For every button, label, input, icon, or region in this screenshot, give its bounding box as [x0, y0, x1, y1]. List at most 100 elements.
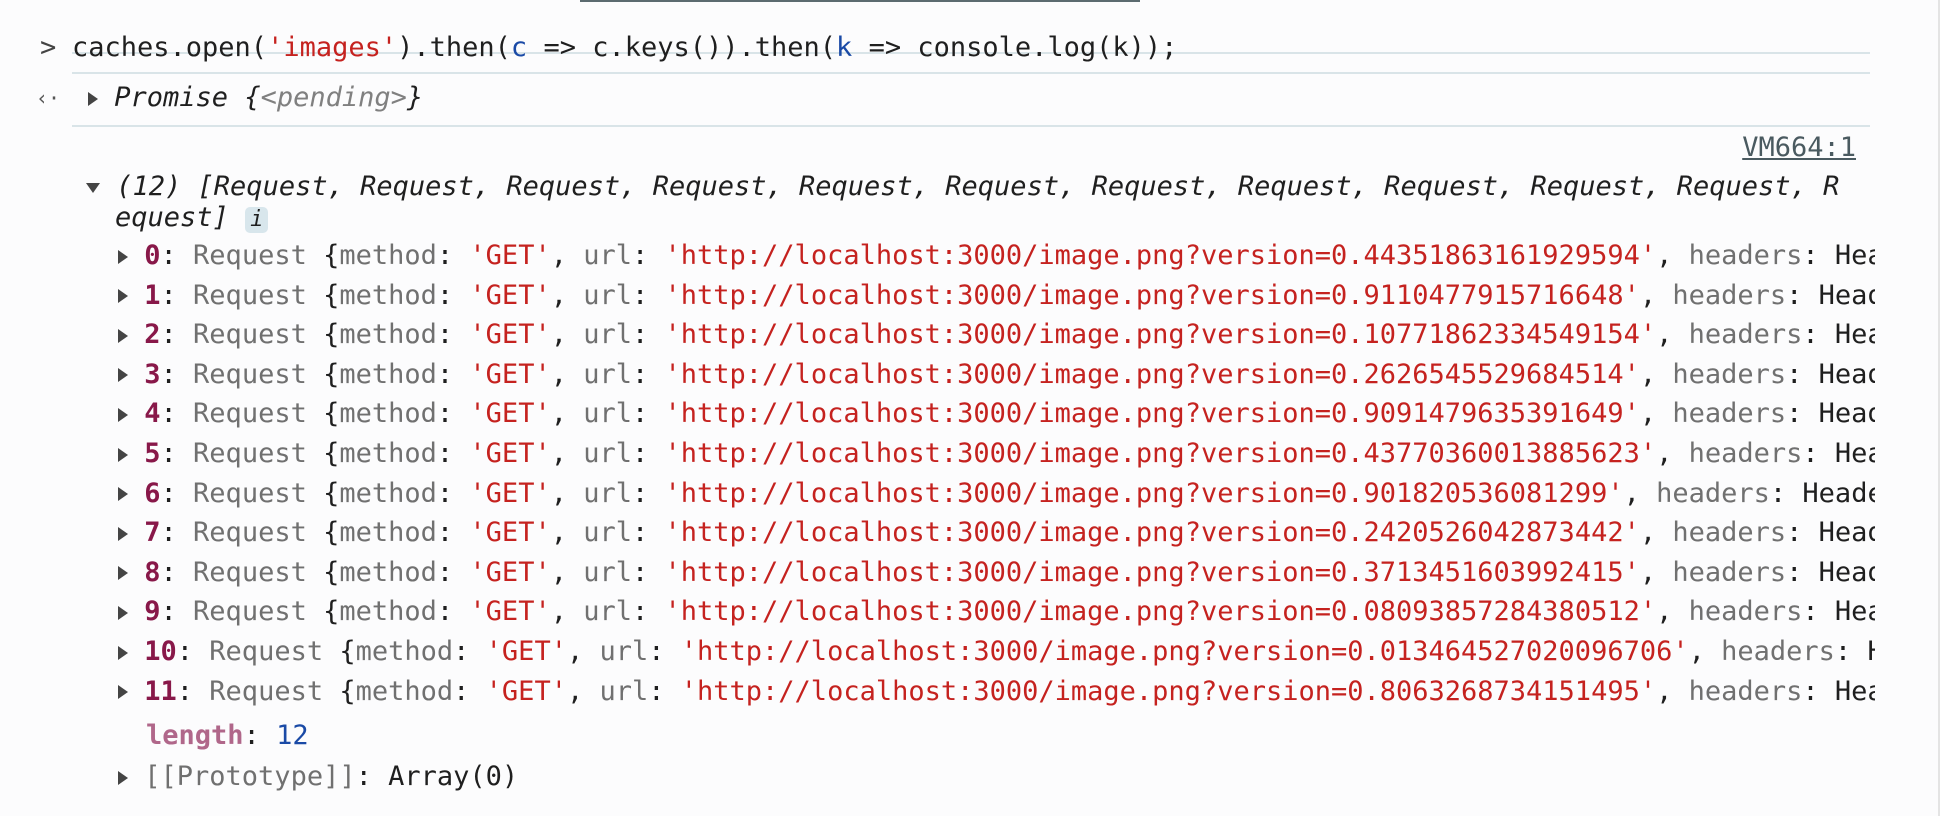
- url-value: 'http://localhost:3000/image.png?version…: [664, 358, 1640, 390]
- headers-value: Headers: [1818, 358, 1875, 390]
- url-key: url: [599, 636, 649, 667]
- expand-triangle-icon[interactable]: [118, 328, 128, 343]
- url-value: 'http://localhost:3000/image.png?version…: [664, 398, 1640, 430]
- collapse-triangle-icon[interactable]: [86, 182, 100, 193]
- url-key: url: [583, 556, 632, 588]
- expand-triangle-icon[interactable]: [118, 605, 128, 620]
- headers-key: headers: [1688, 240, 1803, 271]
- entry-class: Request: [193, 398, 307, 430]
- method-key: method: [339, 398, 437, 430]
- entry-index: 0: [144, 240, 161, 271]
- array-entry-row[interactable]: 0: Request {method: 'GET', url: 'http://…: [118, 236, 1875, 276]
- method-key: method: [339, 240, 437, 271]
- array-summary-text: equest]: [115, 202, 229, 233]
- source-link[interactable]: VM664:1: [1742, 132, 1856, 163]
- divider: [72, 125, 1870, 127]
- entry-index: 4: [144, 398, 161, 430]
- entry-index: 1: [144, 279, 161, 311]
- entry-index: 7: [144, 517, 161, 549]
- array-entry-row[interactable]: 8: Request {method: 'GET', url: 'http://…: [118, 553, 1875, 593]
- headers-key: headers: [1721, 636, 1835, 667]
- headers-value: Headers: [1834, 240, 1875, 271]
- code: => console.log(k));: [852, 32, 1178, 63]
- expand-triangle-icon[interactable]: [118, 249, 128, 264]
- expand-triangle-icon[interactable]: [118, 645, 128, 660]
- entry-index: 3: [144, 358, 161, 390]
- headers-value: Headers: [1867, 636, 1875, 667]
- method-value: 'GET': [469, 240, 551, 271]
- prototype-key: [[Prototype]]: [144, 761, 356, 792]
- expand-triangle-icon[interactable]: [118, 685, 128, 700]
- array-entry-row[interactable]: 7: Request {method: 'GET', url: 'http://…: [118, 513, 1875, 553]
- url-value: 'http://localhost:3000/image.png?version…: [664, 319, 1657, 351]
- promise-label: Promise: [114, 82, 245, 113]
- method-key: method: [339, 358, 437, 390]
- url-value: 'http://localhost:3000/image.png?version…: [664, 556, 1640, 588]
- code-string: 'images': [267, 32, 398, 63]
- url-value: 'http://localhost:3000/image.png?version…: [664, 596, 1657, 628]
- method-key: method: [355, 675, 454, 707]
- array-entry-row[interactable]: 6: Request {method: 'GET', url: 'http://…: [118, 474, 1875, 514]
- method-value: 'GET': [469, 596, 551, 628]
- console-input-line[interactable]: caches.open('images').then(c => c.keys()…: [72, 28, 1177, 68]
- prototype-value: Array(0): [388, 761, 519, 792]
- expand-triangle-icon[interactable]: [118, 407, 128, 422]
- entry-index: 9: [144, 596, 161, 628]
- array-entry-row[interactable]: 5: Request {method: 'GET', url: 'http://…: [118, 434, 1875, 474]
- headers-value: Headers: [1818, 556, 1875, 588]
- method-key: method: [339, 477, 437, 509]
- url-value: 'http://localhost:3000/image.png?version…: [664, 517, 1640, 549]
- headers-key: headers: [1688, 438, 1803, 469]
- url-value: 'http://localhost:3000/image.png?version…: [664, 240, 1657, 271]
- expand-triangle-icon[interactable]: [118, 289, 128, 304]
- expand-triangle-icon[interactable]: [88, 91, 98, 106]
- expand-triangle-icon[interactable]: [118, 770, 128, 785]
- method-key: method: [339, 517, 437, 549]
- array-entry-row[interactable]: 9: Request {method: 'GET', url: 'http://…: [118, 592, 1875, 632]
- array-entry-row[interactable]: 4: Request {method: 'GET', url: 'http://…: [118, 394, 1875, 434]
- method-key: method: [355, 636, 454, 667]
- array-entry-row[interactable]: 3: Request {method: 'GET', url: 'http://…: [118, 355, 1875, 395]
- code: caches.open(: [72, 32, 268, 63]
- array-summary-text: (12) [Request, Request, Request, Request…: [116, 171, 1840, 202]
- headers-key: headers: [1672, 398, 1787, 430]
- url-key: url: [583, 319, 632, 351]
- url-key: url: [583, 279, 632, 311]
- method-value: 'GET': [485, 636, 567, 667]
- headers-value: Headers: [1834, 319, 1875, 351]
- method-value: 'GET': [469, 517, 551, 549]
- prompt-chevron-icon: >: [40, 32, 57, 63]
- entry-index: 10: [144, 636, 177, 667]
- array-entry-row[interactable]: 11: Request {method: 'GET', url: 'http:/…: [118, 672, 1875, 712]
- method-key: method: [339, 556, 437, 588]
- method-value: 'GET': [469, 438, 551, 469]
- headers-value: Headers: [1802, 477, 1875, 509]
- method-key: method: [339, 279, 437, 311]
- expand-triangle-icon[interactable]: [118, 368, 128, 383]
- entry-class: Request: [193, 438, 307, 469]
- code-param: k: [836, 32, 853, 63]
- array-entry-row[interactable]: 10: Request {method: 'GET', url: 'http:/…: [118, 632, 1875, 672]
- promise-result[interactable]: Promise {<pending>}: [88, 78, 423, 118]
- info-badge[interactable]: i: [245, 207, 269, 233]
- headers-value: Headers: [1834, 438, 1875, 469]
- divider: [72, 72, 1870, 74]
- headers-key: headers: [1688, 319, 1803, 351]
- array-entry-row[interactable]: 1: Request {method: 'GET', url: 'http://…: [118, 276, 1875, 316]
- entry-index: 6: [144, 477, 161, 509]
- headers-key: headers: [1672, 556, 1787, 588]
- expand-triangle-icon[interactable]: [118, 526, 128, 541]
- expand-triangle-icon[interactable]: [118, 447, 128, 462]
- headers-value: Headers: [1834, 675, 1875, 707]
- headers-key: headers: [1672, 517, 1787, 549]
- array-summary[interactable]: (12) [Request, Request, Request, Request…: [86, 167, 1839, 207]
- entry-class: Request: [193, 358, 307, 390]
- result-arrow-icon: ‹·: [36, 86, 61, 110]
- headers-key: headers: [1656, 477, 1770, 509]
- method-value: 'GET': [485, 675, 567, 707]
- expand-triangle-icon[interactable]: [118, 487, 128, 502]
- prototype-property[interactable]: [[Prototype]]: Array(0): [118, 757, 518, 797]
- url-value: 'http://localhost:3000/image.png?version…: [664, 279, 1640, 311]
- array-entry-row[interactable]: 2: Request {method: 'GET', url: 'http://…: [118, 315, 1875, 355]
- expand-triangle-icon[interactable]: [118, 566, 128, 581]
